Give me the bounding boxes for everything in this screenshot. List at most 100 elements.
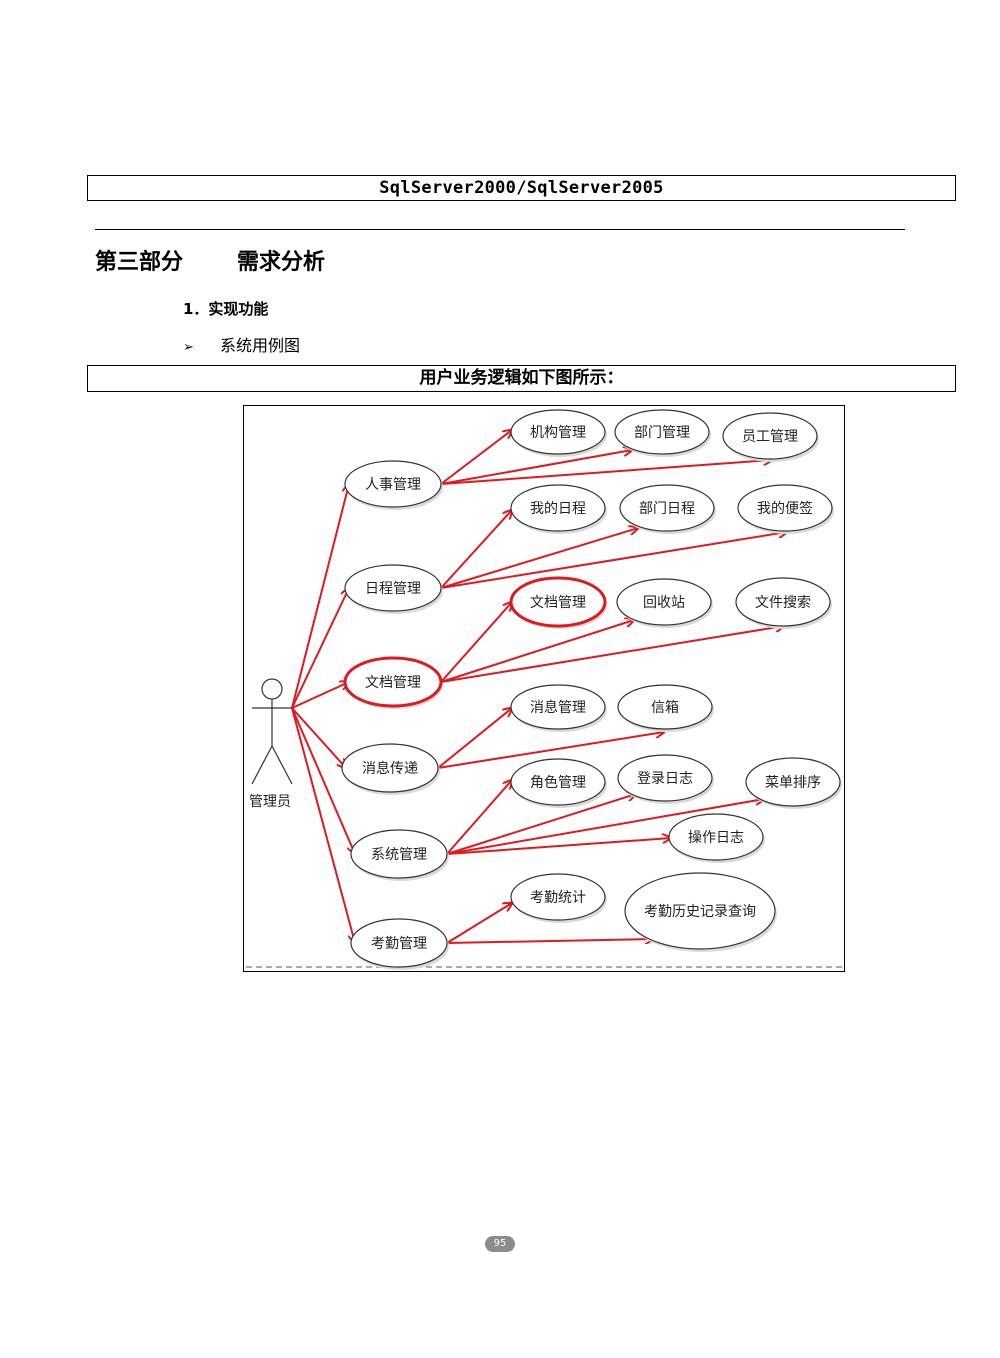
association-arrow	[291, 588, 349, 709]
module-schedule: 日程管理	[344, 564, 443, 614]
use-case-label: 我的便签	[757, 500, 813, 517]
use-case-label: 员工管理	[742, 429, 798, 445]
function-hr-0: 机构管理	[510, 409, 607, 457]
bullet-text: 系统用例图	[220, 336, 301, 355]
use-case-ellipse	[617, 754, 713, 802]
use-case-label: 考勤统计	[530, 890, 586, 906]
use-case-label: 登录日志	[637, 771, 693, 787]
association-arrow	[446, 903, 512, 944]
actor-label: 管理员	[249, 794, 291, 810]
use-case-label: 菜单排序	[765, 775, 821, 791]
association-arrow	[440, 528, 638, 589]
use-case-ellipse	[722, 412, 818, 460]
use-case-label: 文件搜索	[755, 594, 811, 611]
subheading: 1．实现功能	[183, 300, 269, 318]
function-hr-1: 部门管理	[614, 409, 711, 457]
function-docs-2: 文件搜索	[735, 577, 832, 629]
function-schedule-1: 部门日程	[619, 484, 716, 534]
use-case-label: 信箱	[651, 700, 679, 716]
section-title: 第三部分需求分析	[95, 244, 325, 276]
actor-right-leg	[271, 745, 293, 785]
function-sys-0: 角色管理	[510, 758, 607, 808]
function-sys-1: 登录日志	[617, 754, 714, 804]
use-case-ellipse	[737, 484, 833, 532]
bullet-arrow-icon: ➢	[183, 340, 194, 355]
use-case-ellipse	[617, 684, 713, 730]
association-arrow	[446, 939, 654, 943]
use-case-ellipse	[510, 409, 606, 455]
association-arrow	[440, 620, 634, 683]
header-box: SqlServer2000/SqlServer2005	[87, 175, 956, 201]
association-lines	[291, 430, 787, 944]
use-case-label: 人事管理	[365, 477, 421, 493]
use-case-ellipse	[510, 684, 606, 730]
association-arrow	[291, 707, 355, 943]
association-arrow	[440, 602, 512, 683]
use-case-ellipse	[510, 873, 606, 921]
association-arrow	[446, 838, 671, 855]
use-case-label: 消息管理	[530, 699, 586, 716]
association-arrow	[291, 682, 349, 709]
function-msg-1: 信箱	[617, 684, 714, 732]
function-sys-3: 操作日志	[668, 813, 765, 863]
use-case-ellipse	[510, 758, 606, 806]
use-case-ellipse	[509, 576, 607, 628]
use-case-label: 部门管理	[634, 425, 690, 441]
use-case-ellipse	[616, 578, 712, 626]
use-case-ellipse	[619, 484, 715, 532]
module-docs: 文档管理	[343, 656, 443, 709]
use-case-label: 操作日志	[688, 830, 744, 846]
use-case-ellipse	[350, 918, 448, 968]
association-arrow	[291, 484, 349, 709]
association-arrow	[446, 780, 512, 855]
association-arrow	[440, 510, 512, 589]
association-arrow	[437, 732, 664, 769]
function-docs-0: 文档管理	[509, 576, 607, 629]
use-case-ellipse	[344, 460, 442, 508]
use-case-label: 考勤管理	[371, 936, 427, 952]
page-number: 95	[485, 1236, 515, 1252]
use-case-label: 机构管理	[530, 425, 586, 441]
association-arrow	[440, 532, 787, 589]
function-attend-0: 考勤统计	[510, 873, 607, 923]
use-case-ellipse	[510, 484, 606, 532]
use-case-label: 文档管理	[365, 675, 421, 691]
actor-head-icon	[261, 678, 283, 700]
use-case-ellipse	[341, 743, 439, 793]
association-arrow	[440, 626, 784, 683]
use-case-label: 部门日程	[639, 501, 695, 517]
use-case-ellipse	[745, 757, 841, 807]
use-case-label: 回收站	[643, 595, 685, 611]
use-case-ellipse	[343, 656, 443, 708]
association-arrow	[446, 794, 636, 855]
caption-box: 用户业务逻辑如下图所示：	[87, 365, 956, 392]
use-case-label: 文档管理	[530, 595, 586, 611]
header-rule	[95, 229, 905, 230]
function-schedule-0: 我的日程	[510, 484, 607, 534]
association-arrow	[440, 450, 632, 485]
module-sys: 系统管理	[350, 829, 449, 881]
actor-left-leg	[251, 745, 273, 785]
caption-text: 用户业务逻辑如下图所示：	[419, 368, 624, 388]
module-msg: 消息传递	[341, 743, 440, 795]
use-case-label: 系统管理	[371, 847, 427, 863]
use-case-label: 考勤历史记录查询	[644, 904, 756, 920]
use-case-ellipse	[668, 813, 764, 861]
use-case-ellipse	[624, 872, 776, 950]
module-hr: 人事管理	[344, 460, 443, 510]
header-db-label: SqlServer2000/SqlServer2005	[379, 178, 664, 198]
use-case-label: 角色管理	[530, 774, 586, 791]
use-case-ellipse	[735, 577, 831, 627]
association-arrow	[440, 460, 772, 485]
association-arrow	[291, 707, 346, 768]
function-schedule-2: 我的便签	[737, 484, 834, 534]
function-sys-2: 菜单排序	[745, 757, 842, 809]
association-arrow	[440, 430, 512, 485]
use-case-ellipse	[344, 564, 442, 612]
bullet-item: ➢ 系统用例图	[183, 332, 300, 356]
use-case-label: 消息传递	[362, 760, 418, 777]
use-case-diagram: 人事管理日程管理文档管理消息传递系统管理考勤管理 机构管理 部门管理 员工管理我的日程…	[243, 405, 845, 972]
